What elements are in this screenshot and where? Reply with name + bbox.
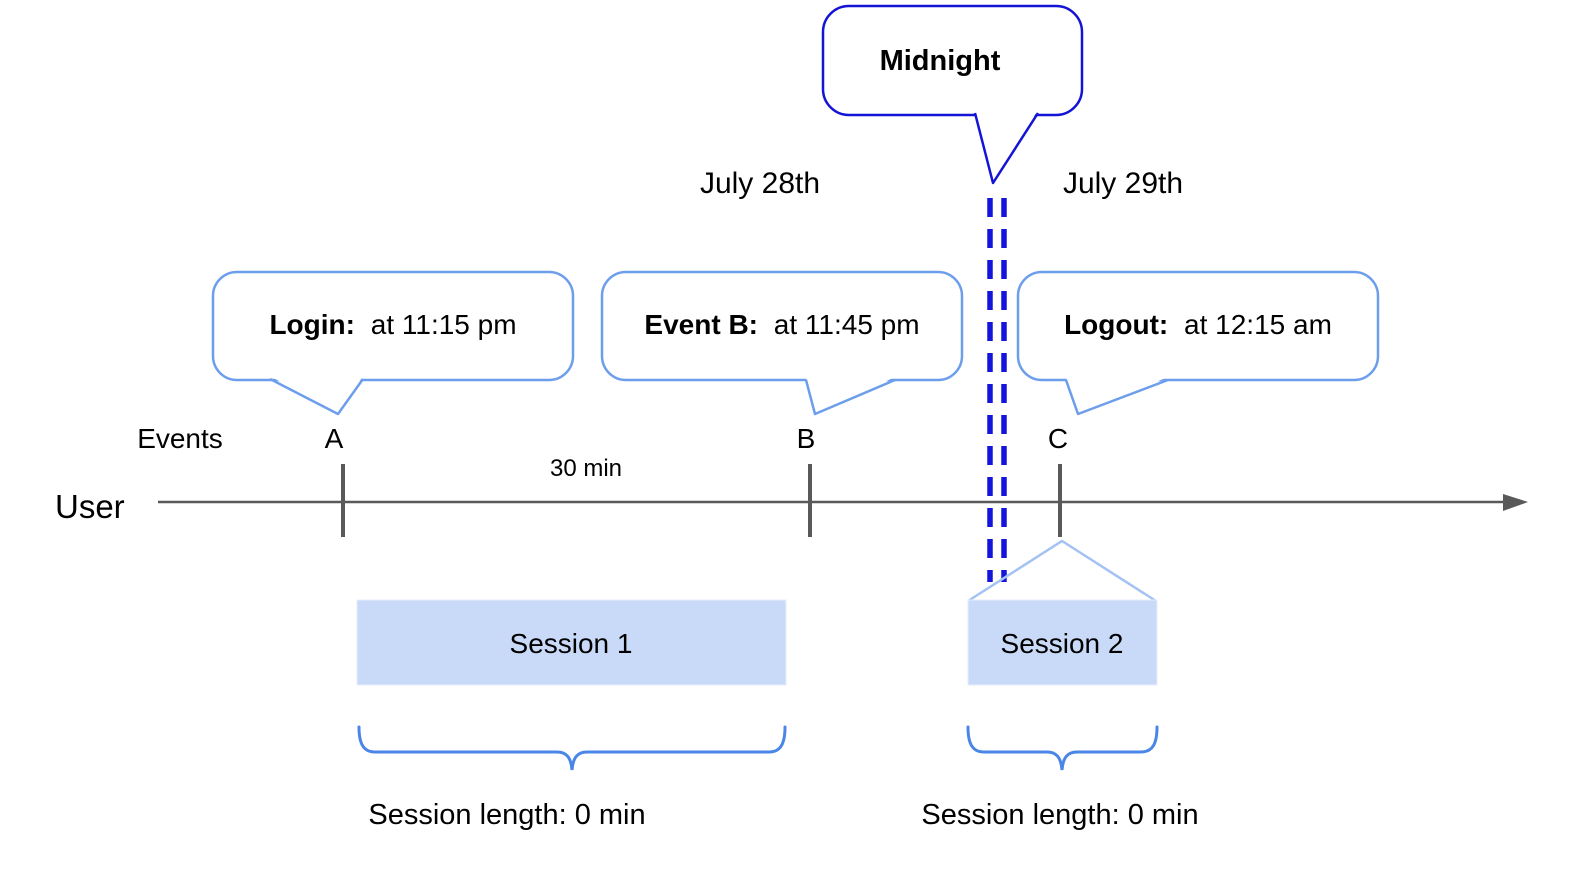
login-callout-bubble (211, 270, 575, 382)
user-row-label: User (55, 488, 125, 525)
midnight-callout-tail (973, 112, 1040, 185)
logout-callout-title: Logout: (1064, 309, 1168, 340)
session2-length-brace (966, 725, 1159, 771)
event-marker-b: B (797, 423, 816, 454)
midnight-label: Midnight (880, 45, 1001, 77)
event-b-callout-time: at 11:45 pm (774, 309, 920, 340)
event-b-callout-text: Event B: at 11:45 pm (644, 309, 919, 340)
interval-label: 30 min (550, 455, 622, 482)
session2-label: Session 2 (1001, 628, 1124, 659)
timeline-arrowhead-icon (1503, 494, 1528, 511)
session1-length-brace (357, 725, 787, 771)
login-callout-tail-fill (270, 376, 363, 414)
event-b-callout-bubble (600, 270, 964, 382)
session1-label: Session 1 (510, 628, 633, 659)
session1-length-label: Session length: 0 min (368, 799, 645, 831)
logout-callout-text: Logout: at 12:15 am (1064, 309, 1332, 340)
date-label-july-28: July 28th (700, 167, 820, 200)
login-callout-tail (269, 377, 365, 416)
session1-box: Session 1 (356, 599, 787, 686)
event-b-callout-tail (804, 378, 896, 416)
date-label-july-29: July 29th (1063, 167, 1183, 200)
event-marker-a: A (325, 423, 344, 454)
login-callout-title: Login: (269, 309, 355, 340)
midnight-callout-bubble (821, 4, 1084, 117)
logout-callout-tail-fill (1066, 377, 1168, 414)
session1-rect (356, 599, 787, 686)
session2-length-label: Session length: 0 min (921, 799, 1198, 831)
logout-callout-time: at 12:15 am (1184, 309, 1332, 340)
midnight-callout: Midnight (821, 4, 1084, 185)
event-b-callout-title: Event B: (644, 309, 758, 340)
event-b-callout: Event B: at 11:45 pm (600, 270, 964, 416)
midnight-callout-tail-fill (975, 110, 1038, 183)
user-timeline: User (55, 464, 1528, 537)
events-row-label: Events (137, 423, 223, 454)
login-callout-text: Login: at 11:15 pm (269, 309, 516, 340)
session2-box: Session 2 (967, 599, 1158, 686)
event-marker-c: C (1048, 423, 1068, 454)
logout-callout: Logout: at 12:15 am (1016, 270, 1380, 416)
session2-roof-connector (967, 539, 1157, 603)
login-callout: Login: at 11:15 pm (211, 270, 575, 416)
session2-rect (967, 599, 1158, 686)
event-b-callout-tail-fill (806, 377, 895, 414)
logout-callout-bubble (1016, 270, 1380, 382)
midnight-divider (987, 198, 1007, 582)
login-callout-time: at 11:15 pm (371, 309, 517, 340)
logout-callout-tail (1064, 378, 1169, 416)
